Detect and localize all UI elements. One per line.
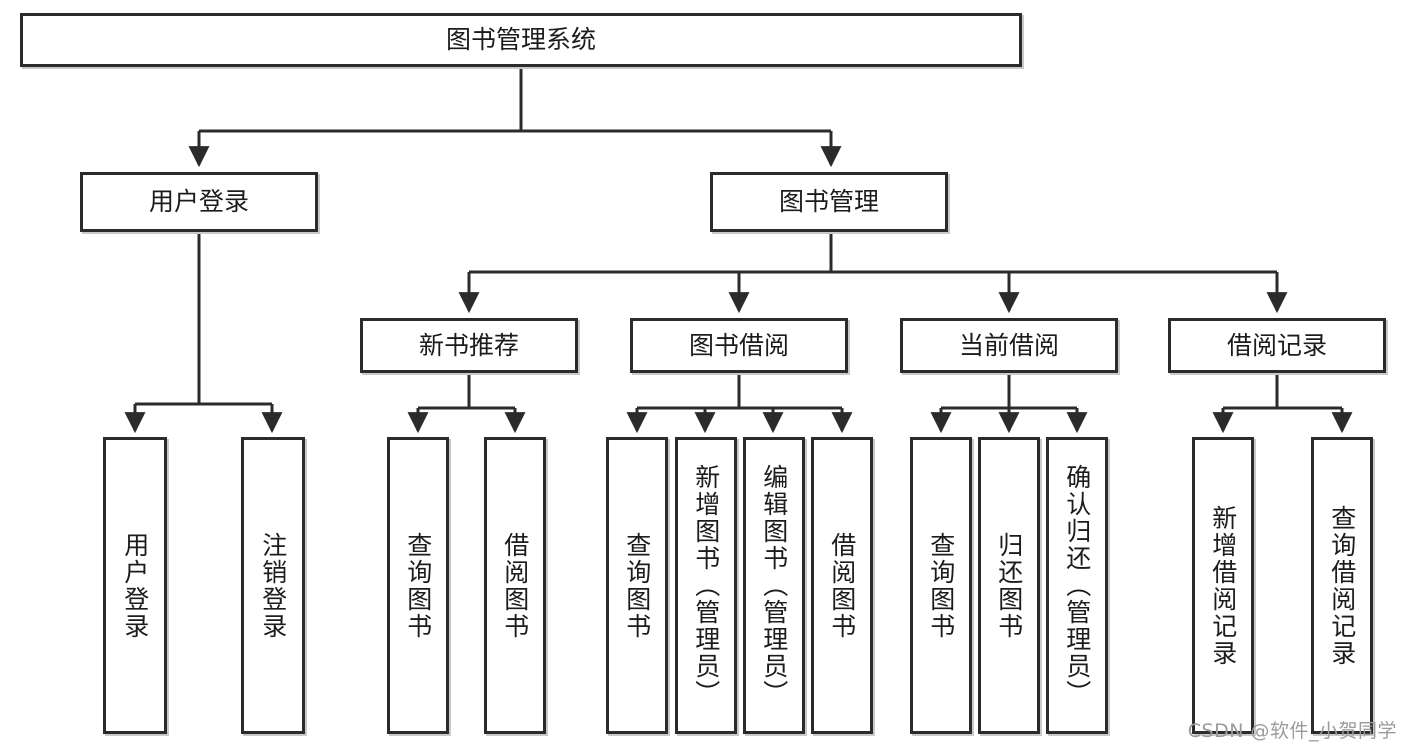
node-leaf-confirm-return[interactable]: 确认归还（管理员） — [1046, 437, 1108, 734]
node-leaf-borrow-book-2-label: 借阅图书 — [827, 531, 857, 640]
node-leaf-edit-book-label: 编辑图书（管理员） — [759, 464, 789, 707]
node-leaf-add-record-label: 新增借阅记录 — [1208, 504, 1238, 667]
node-leaf-query-book-2[interactable]: 查询图书 — [606, 437, 668, 734]
node-new-book-recommend-label: 新书推荐 — [418, 330, 519, 360]
node-leaf-add-book-label: 新增图书（管理员） — [691, 464, 721, 707]
node-user-login[interactable]: 用户登录 — [80, 172, 318, 232]
node-leaf-query-book-2-label: 查询图书 — [622, 531, 652, 640]
node-leaf-borrow-book-2[interactable]: 借阅图书 — [811, 437, 873, 734]
node-root[interactable]: 图书管理系统 — [20, 13, 1022, 67]
node-leaf-edit-book[interactable]: 编辑图书（管理员） — [743, 437, 805, 734]
node-leaf-borrow-book-1-label: 借阅图书 — [500, 531, 530, 640]
node-leaf-query-book-3[interactable]: 查询图书 — [910, 437, 972, 734]
node-book-management-label: 图书管理 — [778, 187, 879, 217]
node-leaf-user-login[interactable]: 用户登录 — [103, 437, 167, 734]
node-new-book-recommend[interactable]: 新书推荐 — [360, 318, 578, 373]
node-leaf-query-record-label: 查询借阅记录 — [1327, 504, 1357, 667]
node-leaf-confirm-return-label: 确认归还（管理员） — [1062, 464, 1092, 707]
node-book-management[interactable]: 图书管理 — [710, 172, 948, 232]
node-borrow-record-label: 借阅记录 — [1226, 330, 1327, 360]
watermark: CSDN @软件_小贺同学 — [1187, 720, 1397, 742]
node-leaf-query-book-3-label: 查询图书 — [926, 531, 956, 640]
node-current-borrow[interactable]: 当前借阅 — [900, 318, 1118, 373]
node-leaf-add-book[interactable]: 新增图书（管理员） — [675, 437, 737, 734]
node-leaf-logout-login-label: 注销登录 — [258, 531, 288, 640]
node-leaf-return-book[interactable]: 归还图书 — [978, 437, 1040, 734]
node-leaf-borrow-book-1[interactable]: 借阅图书 — [484, 437, 546, 734]
node-leaf-user-login-label: 用户登录 — [120, 531, 150, 640]
node-user-login-label: 用户登录 — [148, 187, 249, 217]
node-current-borrow-label: 当前借阅 — [958, 330, 1059, 360]
node-leaf-return-book-label: 归还图书 — [994, 531, 1024, 640]
node-borrow-record[interactable]: 借阅记录 — [1168, 318, 1386, 373]
node-leaf-query-book-1-label: 查询图书 — [403, 531, 433, 640]
node-leaf-query-book-1[interactable]: 查询图书 — [387, 437, 449, 734]
node-root-label: 图书管理系统 — [445, 25, 596, 55]
node-leaf-query-record[interactable]: 查询借阅记录 — [1311, 437, 1373, 734]
node-book-borrow[interactable]: 图书借阅 — [630, 318, 848, 373]
node-book-borrow-label: 图书借阅 — [688, 330, 789, 360]
node-leaf-add-record[interactable]: 新增借阅记录 — [1192, 437, 1254, 734]
node-leaf-logout-login[interactable]: 注销登录 — [241, 437, 305, 734]
